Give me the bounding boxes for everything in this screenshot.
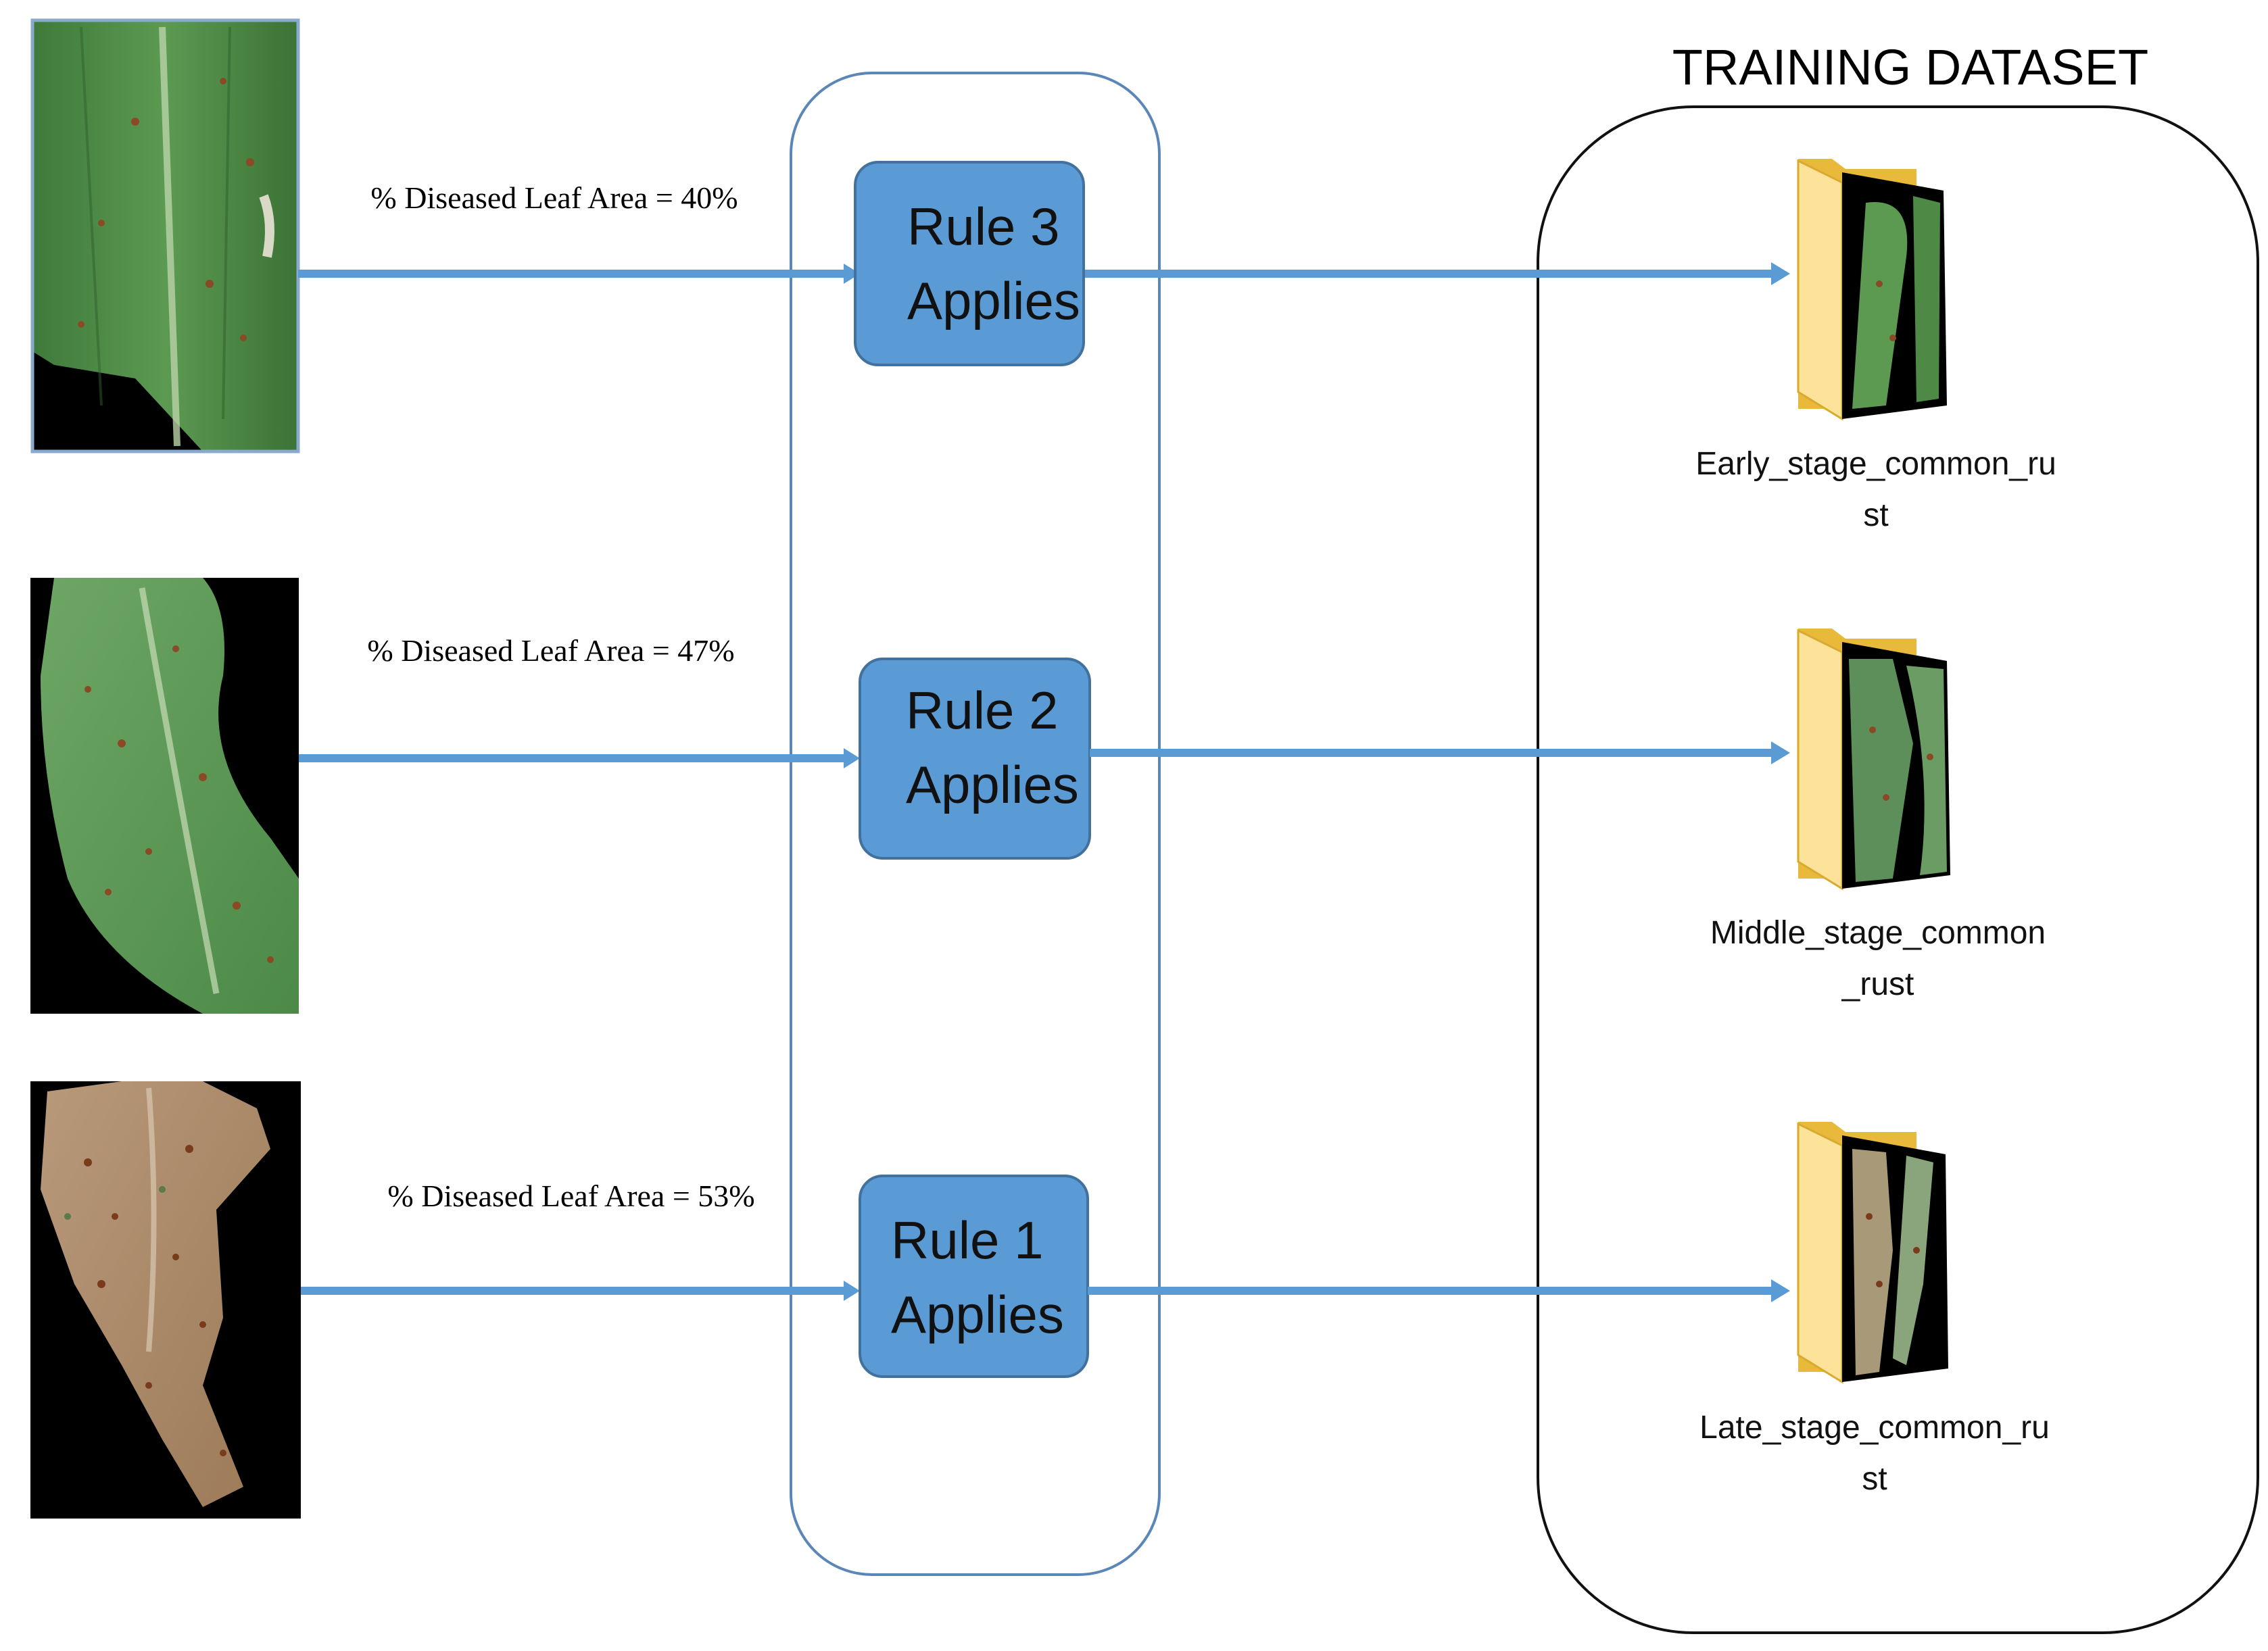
folder-icon	[1797, 629, 1950, 891]
folder-name: Early_stage_common_ru	[1695, 446, 2056, 482]
rule-3-line2: Applies	[907, 271, 1080, 330]
arrow-head	[844, 748, 860, 768]
training-dataset-panel	[1537, 105, 2259, 1634]
folder-name: _rust	[1841, 966, 1914, 1002]
leaf-photo-late	[30, 1081, 301, 1519]
rule-3-box	[854, 161, 1085, 366]
rule-3-line1: Rule 3	[907, 197, 1059, 256]
arrow-head	[844, 264, 860, 284]
folder-name: Middle_stage_common	[1710, 915, 2046, 951]
rule-2-box	[859, 658, 1091, 860]
arrow-head	[1771, 741, 1790, 764]
arrow-head	[844, 1281, 860, 1301]
measurement-label: % Diseased Leaf Area = 53%	[387, 1179, 754, 1213]
row-2: % Diseased Leaf Area = 47% Rule 2 Applie…	[30, 578, 2046, 1014]
row-3: % Diseased Leaf Area = 53% Rule 1 Applie…	[30, 1081, 2050, 1519]
folder-name: st	[1862, 1461, 1887, 1497]
folder-icon	[1797, 159, 1947, 421]
leaf-photo-early	[30, 18, 300, 453]
measurement-label: % Diseased Leaf Area = 40%	[370, 180, 738, 215]
folder-icon	[1797, 1122, 1948, 1384]
leaf-photo-middle	[30, 578, 299, 1014]
arrow-head	[1771, 1279, 1790, 1302]
rule-1-line2: Applies	[891, 1285, 1064, 1344]
folder-name: st	[1863, 497, 1888, 533]
arrow-head	[1771, 262, 1790, 285]
rule-2-line2: Applies	[906, 755, 1079, 814]
rule-1-box	[859, 1175, 1089, 1378]
rule-2-line1: Rule 2	[906, 681, 1058, 740]
rule-1-line1: Rule 1	[891, 1210, 1043, 1270]
measurement-label: % Diseased Leaf Area = 47%	[367, 633, 734, 668]
rule-panel	[790, 72, 1161, 1576]
dataset-title: TRAINING DATASET	[1672, 39, 2148, 95]
row-1: % Diseased Leaf Area = 40% Rule 3 Applie…	[30, 18, 2056, 533]
folder-name: Late_stage_common_ru	[1699, 1410, 2050, 1446]
